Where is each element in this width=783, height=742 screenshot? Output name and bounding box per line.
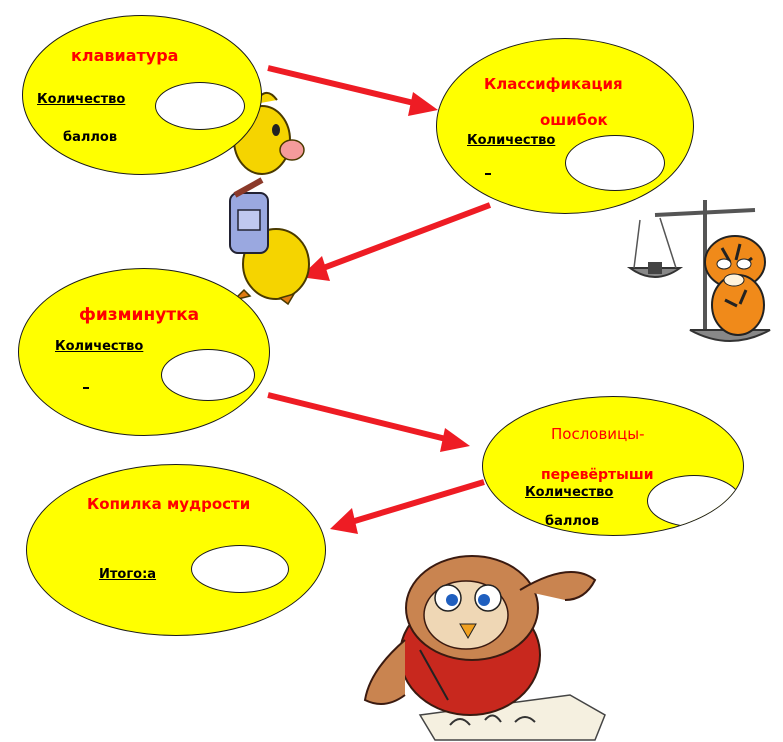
node-wisdom-title: Копилка мудрости bbox=[87, 495, 251, 513]
arrowhead-3 bbox=[440, 428, 470, 452]
node-proverbs-title-line1: Пословицы- bbox=[551, 425, 645, 443]
node-classification-dash bbox=[485, 173, 491, 175]
node-classification-title-line2: ошибок bbox=[540, 111, 608, 129]
arrowhead-1 bbox=[408, 92, 438, 116]
node-proverbs-label: Количество bbox=[525, 485, 614, 500]
node-physminute-score-field[interactable] bbox=[161, 349, 255, 401]
node-wisdom: Копилка мудрости Итого:а bbox=[26, 464, 326, 636]
node-physminute-label: Количество bbox=[55, 339, 144, 354]
node-classification-label: Количество bbox=[467, 133, 556, 148]
arrow-classification-to-physminute bbox=[316, 202, 492, 273]
node-proverbs-score-field[interactable] bbox=[647, 475, 741, 527]
node-proverbs-sublabel: баллов bbox=[545, 514, 600, 526]
node-physminute: физминутка Количество bbox=[18, 268, 270, 436]
node-wisdom-total-field[interactable] bbox=[191, 545, 289, 593]
flow-arrows bbox=[267, 65, 492, 534]
node-keyboard-sublabel: баллов bbox=[63, 130, 118, 142]
node-proverbs-title-line2: перевёртыши bbox=[541, 467, 654, 483]
node-keyboard-score-field[interactable] bbox=[155, 82, 245, 130]
node-classification: Классификация ошибок Количество bbox=[436, 38, 694, 214]
arrow-proverbs-to-wisdom bbox=[347, 479, 485, 526]
arrow-physminute-to-proverbs bbox=[267, 392, 451, 443]
node-keyboard: клавиатура Количество баллов bbox=[22, 15, 262, 175]
arrowhead-4 bbox=[330, 508, 358, 534]
node-wisdom-label: Итого:а bbox=[99, 567, 157, 582]
node-classification-title-line1: Классификация bbox=[484, 75, 623, 93]
arrow-keyboard-to-classification bbox=[267, 65, 419, 107]
node-proverbs: Пословицы- перевёртыши Количество баллов bbox=[482, 396, 744, 536]
node-classification-score-field[interactable] bbox=[565, 135, 665, 191]
owl-illustration bbox=[363, 555, 606, 741]
node-physminute-dash bbox=[83, 387, 89, 389]
node-keyboard-label: Количество bbox=[37, 92, 126, 107]
tiger-scales-illustration bbox=[626, 200, 771, 342]
node-physminute-title: физминутка bbox=[79, 305, 200, 325]
node-keyboard-title: клавиатура bbox=[71, 46, 179, 65]
